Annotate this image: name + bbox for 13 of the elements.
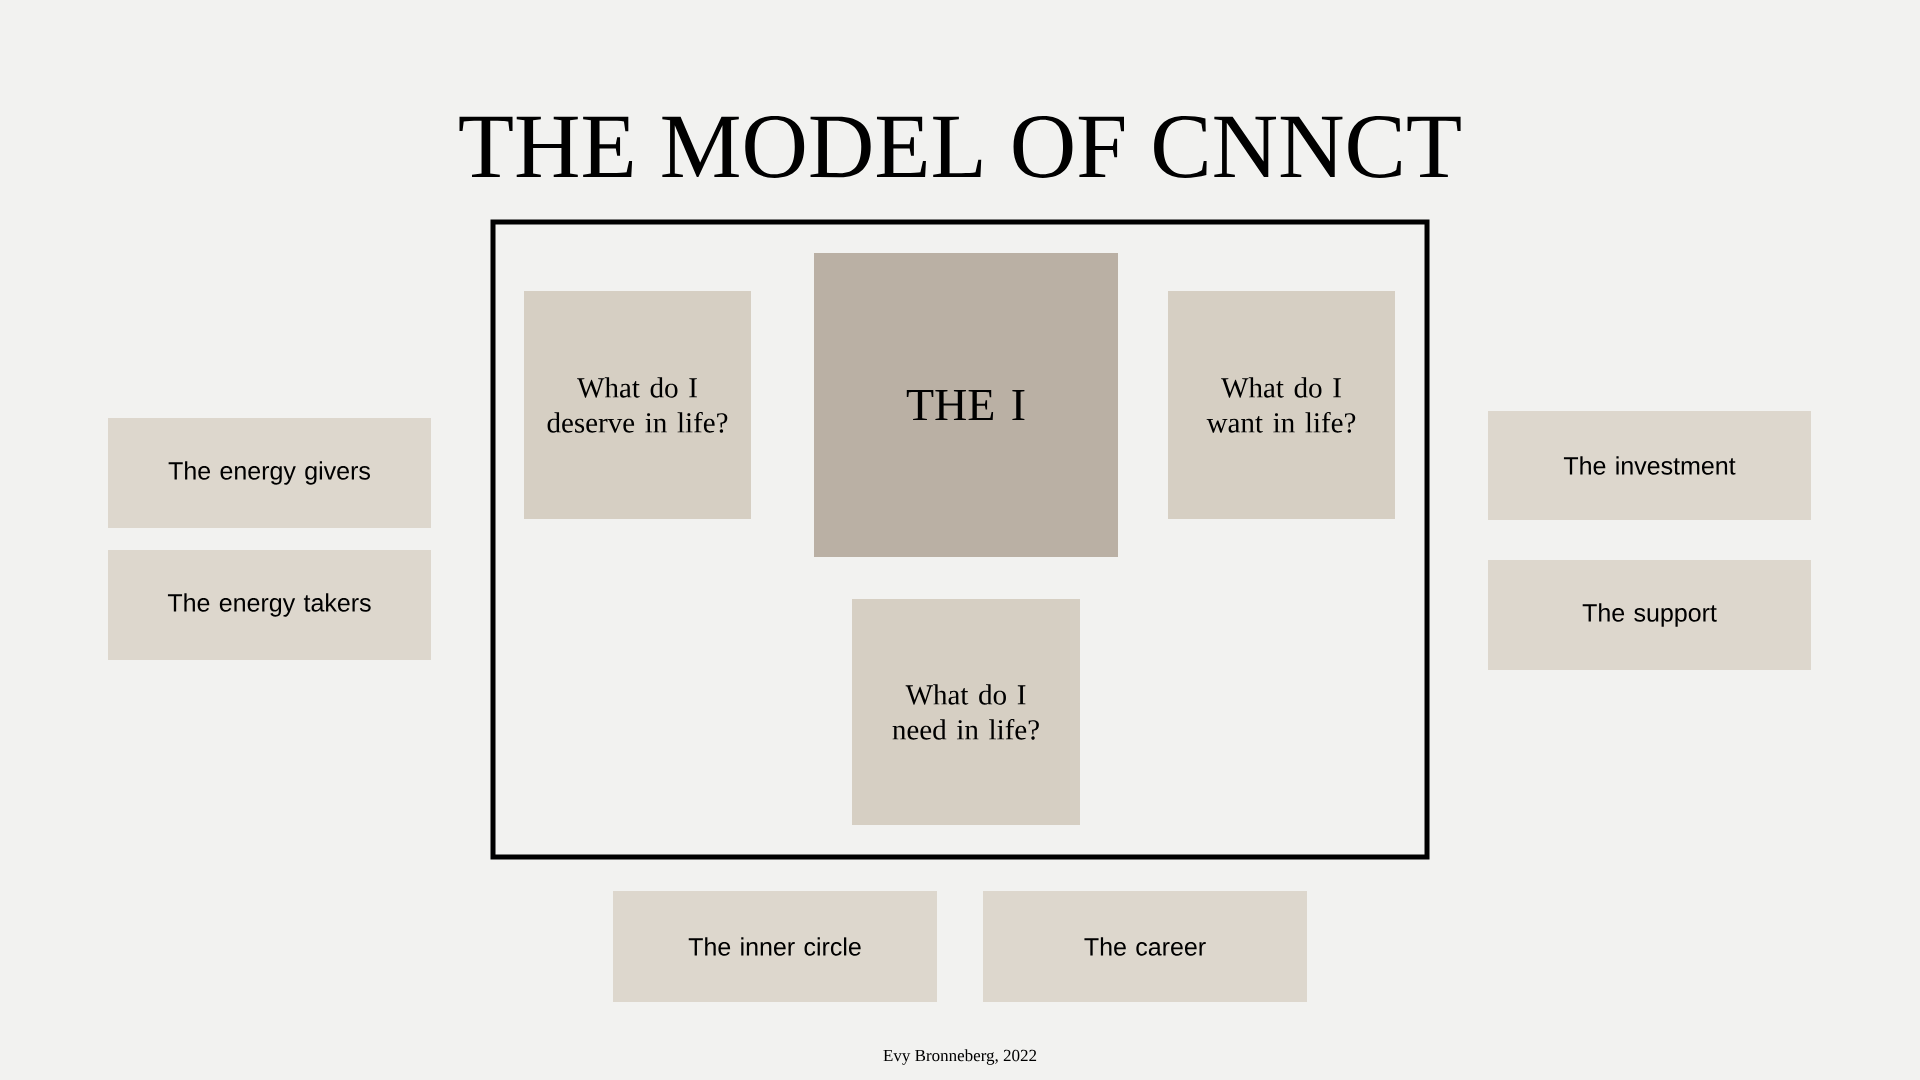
title: THE MODEL OF CNNCT — [459, 116, 1461, 178]
question-box: What do I want in life? — [1168, 291, 1395, 519]
center-box: THE I — [814, 253, 1118, 557]
topic-box: The career — [983, 891, 1307, 1002]
topic-box: The energy takers — [108, 550, 431, 660]
question-box: What do I deserve in life? — [524, 291, 751, 519]
topic-box: The inner circle — [613, 891, 937, 1002]
topic-box: The investment — [1488, 411, 1811, 520]
frame-box — [490, 219, 1430, 860]
question-box: What do I need in life? — [852, 599, 1080, 825]
credit-text: Evy Bronneberg, 2022 — [883, 1049, 1037, 1065]
topic-box: The energy givers — [108, 418, 431, 528]
topic-box: The support — [1488, 560, 1811, 670]
